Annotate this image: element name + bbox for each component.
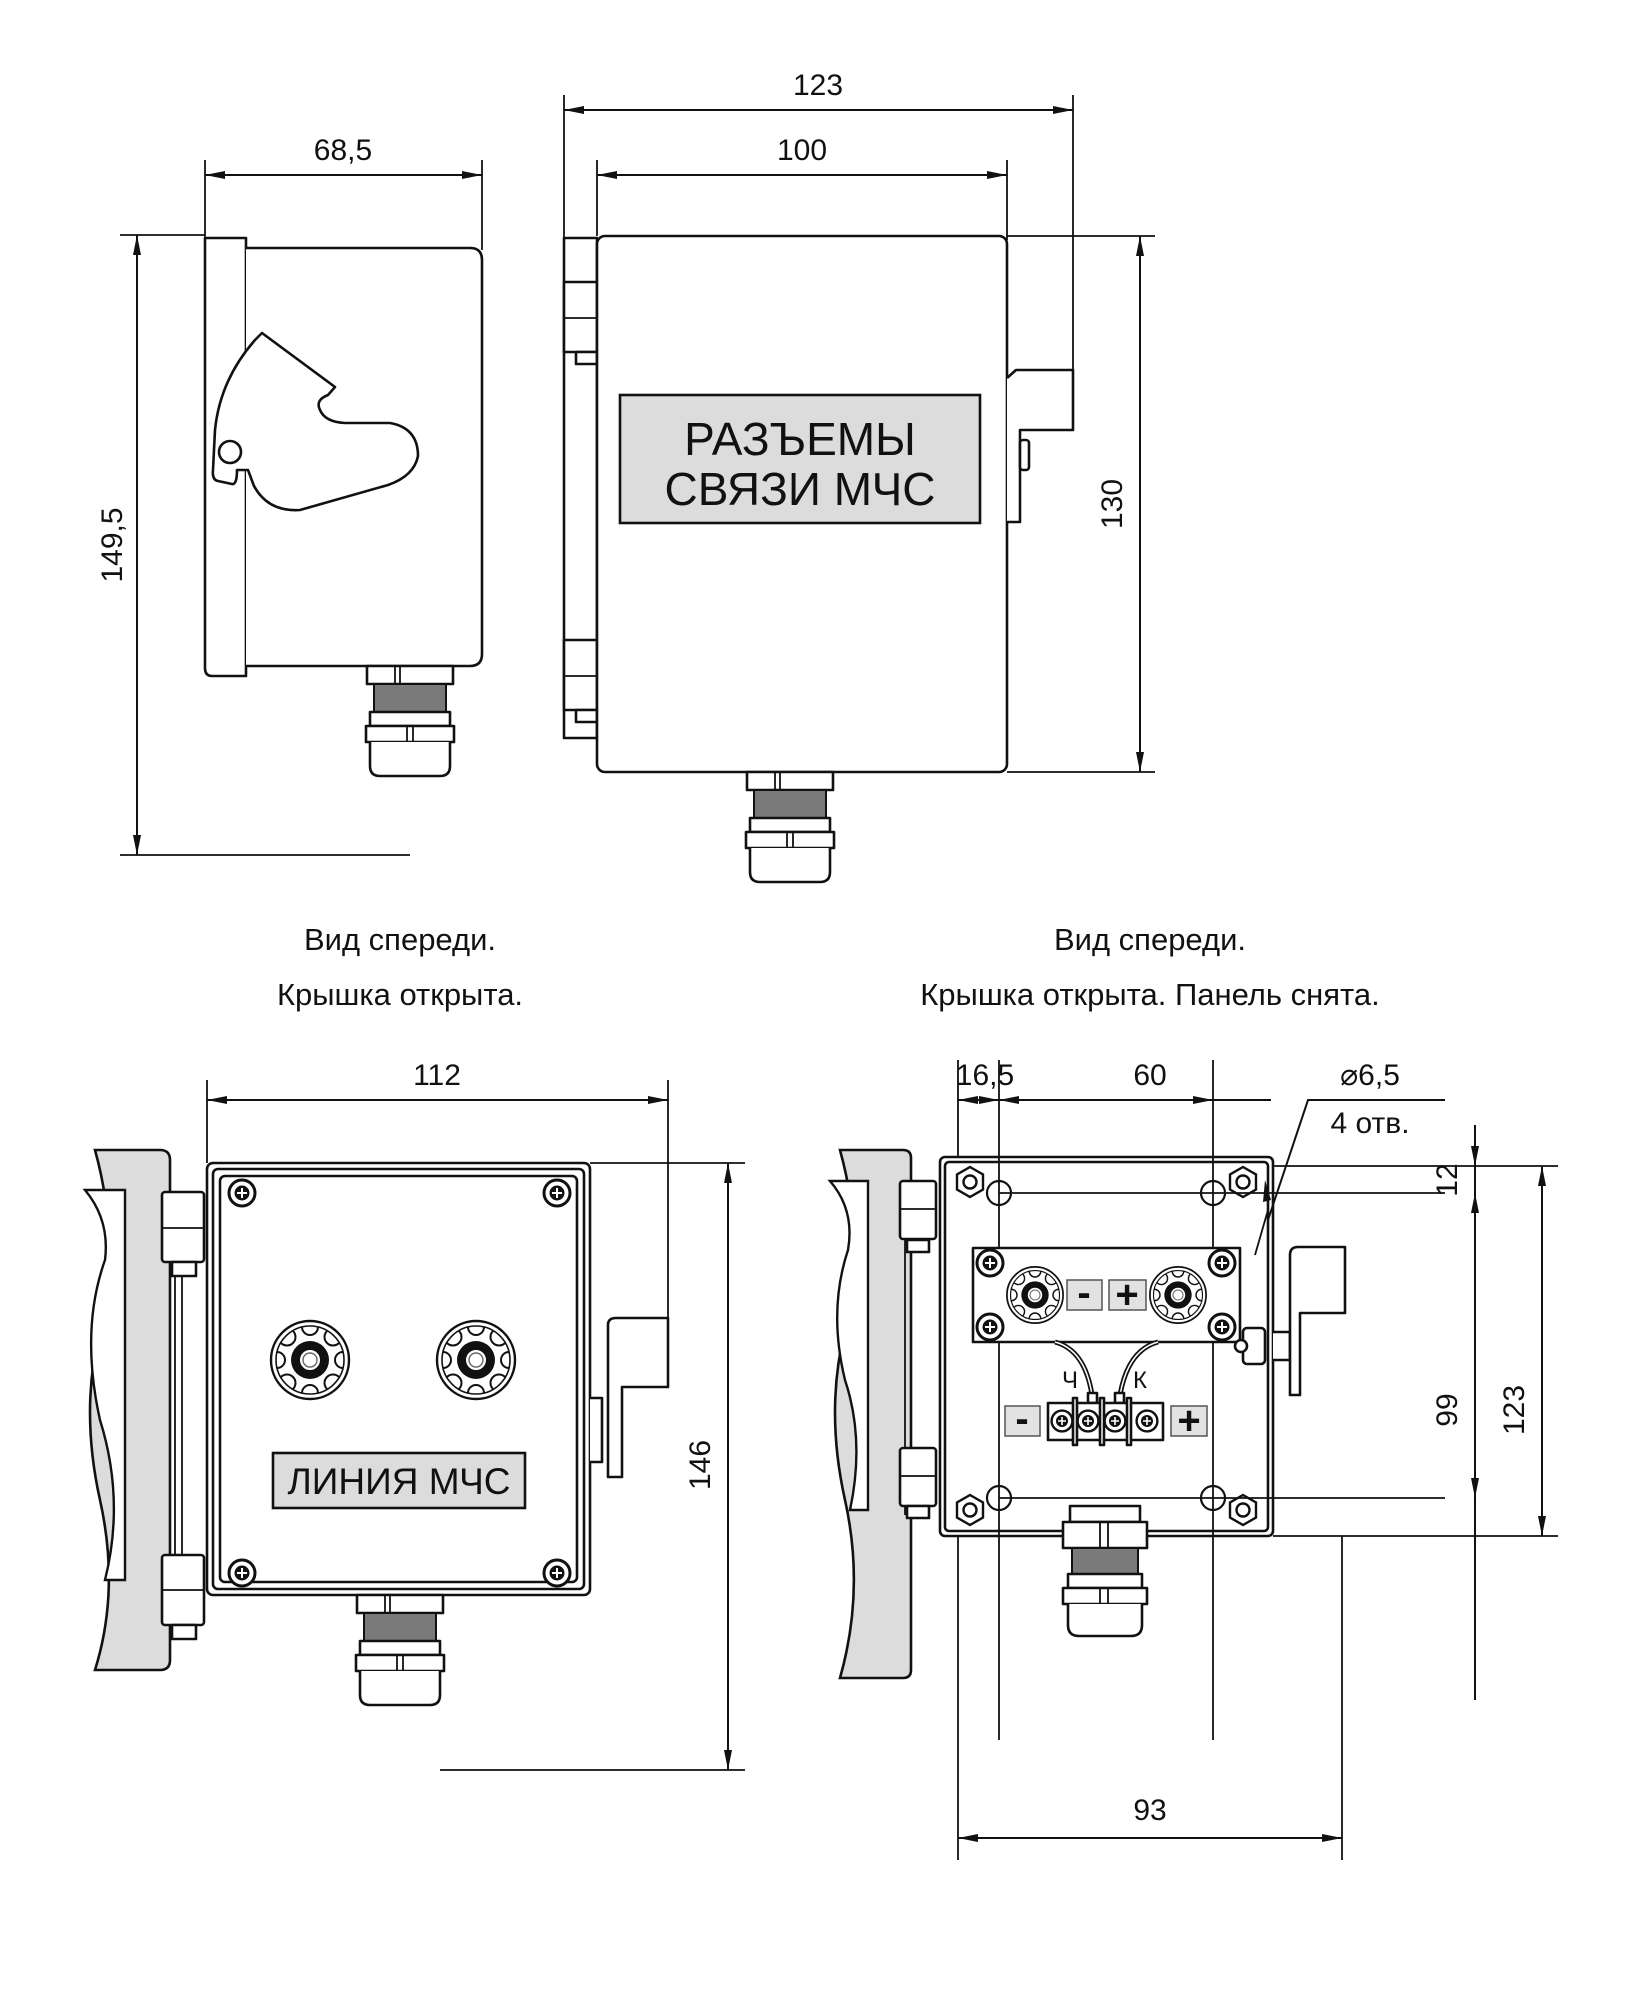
terminal-plus-sign: + xyxy=(1177,1399,1200,1443)
plate-line-1: РАЗЪЕМЫ xyxy=(684,413,916,465)
screw-icon xyxy=(542,1558,572,1588)
mounting-hole xyxy=(1199,1179,1227,1207)
caption-left-line-2: Крышка открыта. xyxy=(277,977,523,1012)
dim-height-front: 130 xyxy=(1096,479,1129,529)
screw-icon xyxy=(1207,1312,1237,1342)
panel-plus-sign: + xyxy=(1115,1273,1138,1317)
screw-icon xyxy=(1103,1409,1127,1433)
screw-icon xyxy=(975,1248,1005,1278)
side-view: 68,5 149,5 xyxy=(96,134,484,856)
dim-hole-diameter: ⌀6,5 xyxy=(1340,1059,1400,1092)
screw-icon xyxy=(542,1178,572,1208)
screw-icon xyxy=(975,1312,1005,1342)
wire-label-left: Ч xyxy=(1062,1367,1078,1394)
screw-icon xyxy=(1076,1409,1100,1433)
terminal-minus-sign: - xyxy=(1015,1397,1028,1441)
dim-body-width: 100 xyxy=(777,134,827,167)
label-plate xyxy=(618,393,982,525)
dim-hole-spacing-y: 99 xyxy=(1431,1393,1464,1426)
panel-minus-sign: - xyxy=(1077,1271,1090,1315)
dim-width-panel-removed: 93 xyxy=(1133,1794,1166,1827)
connector-socket-left xyxy=(269,1319,351,1401)
dim-height-side: 149,5 xyxy=(96,507,129,582)
label-plate xyxy=(271,1451,527,1510)
caption-left-line-1: Вид спереди. xyxy=(304,922,496,957)
dim-offset: 16,5 xyxy=(956,1059,1014,1092)
dim-height-panel-removed: 123 xyxy=(1498,1385,1531,1435)
mounting-hole xyxy=(985,1179,1013,1207)
wire-label-right: К xyxy=(1133,1367,1147,1394)
caption-right-line-1: Вид спереди. xyxy=(1054,922,1246,957)
hex-nut-icon xyxy=(955,1493,985,1527)
plus-sign-box xyxy=(1108,1279,1147,1311)
dim-overall-width: 123 xyxy=(793,69,843,102)
front-view-panel-removed: - + Ч К - + xyxy=(827,1059,1558,1860)
dim-top-offset: 12 xyxy=(1431,1163,1464,1196)
latch-pivot xyxy=(217,439,243,465)
cable-gland xyxy=(364,664,456,778)
terminal-plus-box xyxy=(1170,1405,1208,1437)
plate-line-2: СВЯЗИ МЧС xyxy=(665,463,936,515)
caption-right-line-2: Крышка открыта. Панель снята. xyxy=(920,977,1380,1012)
connector-socket-right xyxy=(435,1319,517,1401)
front-view-lid-open: ЛИНИЯ МЧС 112 146 xyxy=(82,1059,745,1771)
mounting-hole xyxy=(1199,1484,1227,1512)
cable-gland xyxy=(354,1593,446,1707)
dim-width-lid-open: 112 xyxy=(413,1059,461,1092)
mounting-hole xyxy=(985,1484,1013,1512)
hex-nut-icon xyxy=(955,1165,985,1199)
mounting-bracket xyxy=(1288,1245,1347,1397)
screw-icon xyxy=(1135,1409,1159,1433)
front-panel xyxy=(218,1174,579,1584)
cable-gland xyxy=(744,770,836,884)
mounting-bracket xyxy=(1006,368,1075,524)
hex-nut-icon xyxy=(1228,1493,1258,1527)
mounting-bracket xyxy=(606,1316,670,1479)
latch-lever xyxy=(211,331,420,512)
front-view-closed: РАЗЪЕМЫ СВЯЗИ МЧС 123 100 130 xyxy=(562,69,1155,884)
minus-sign-box xyxy=(1066,1279,1103,1311)
screw-icon xyxy=(1207,1248,1237,1278)
plate-label: ЛИНИЯ МЧС xyxy=(288,1461,511,1502)
dim-width-side: 68,5 xyxy=(314,134,372,167)
screw-icon xyxy=(1050,1409,1074,1433)
dim-hole-count: 4 отв. xyxy=(1330,1107,1409,1140)
terminal-minus-box xyxy=(1004,1405,1041,1437)
screw-icon xyxy=(227,1178,257,1208)
connector-socket-right xyxy=(1149,1266,1207,1324)
screw-icon xyxy=(227,1558,257,1588)
dim-height-lid-open: 146 xyxy=(684,1440,717,1490)
dim-hole-spacing-x: 60 xyxy=(1133,1059,1166,1092)
cable-gland xyxy=(1061,1504,1149,1638)
connector-socket-left xyxy=(1006,1266,1064,1324)
